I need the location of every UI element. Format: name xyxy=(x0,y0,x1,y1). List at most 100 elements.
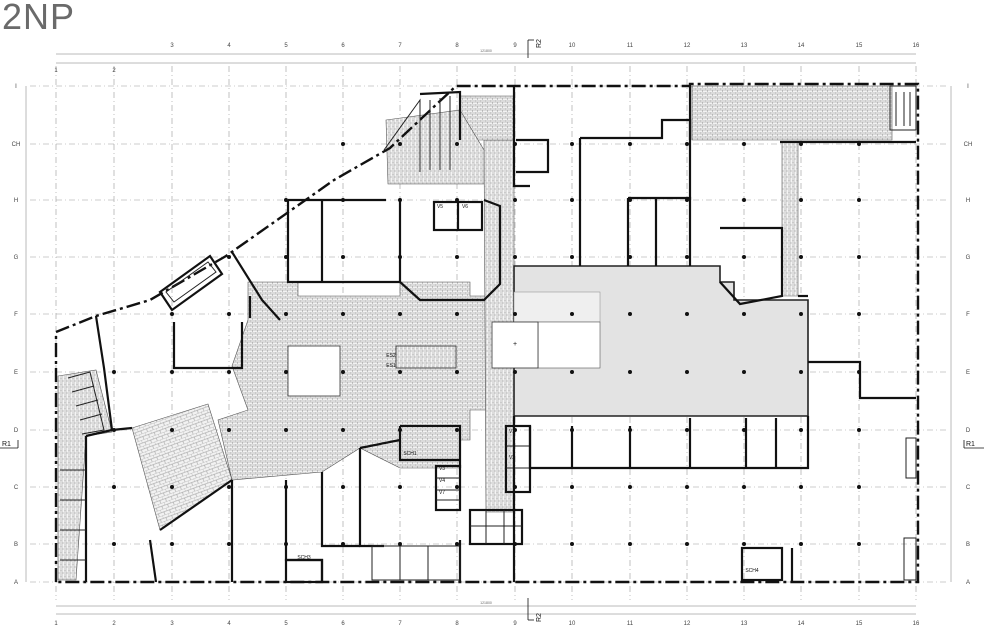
axis-label-right-H: H xyxy=(966,198,970,204)
column-dot xyxy=(570,428,574,432)
column-dot xyxy=(742,198,746,202)
column-dot xyxy=(570,255,574,259)
column-dot xyxy=(742,255,746,259)
central-hall-paving xyxy=(217,281,506,481)
column-dot xyxy=(628,142,632,146)
column-dot xyxy=(857,428,861,432)
column-dot xyxy=(513,142,517,146)
column-dot xyxy=(685,485,689,489)
column-dot xyxy=(284,312,288,316)
column-dot xyxy=(628,428,632,432)
section-r1-left: R1 xyxy=(2,441,11,448)
axis-label-bottom-4: 4 xyxy=(227,621,231,627)
column-dot xyxy=(685,142,689,146)
void-1 xyxy=(287,345,341,397)
axis-label-bottom-11: 11 xyxy=(627,621,634,627)
axis-label-left-F: F xyxy=(14,312,18,318)
axis-label-bottom-8: 8 xyxy=(455,621,459,627)
column-dot xyxy=(685,428,689,432)
axis-label-bottom-3: 3 xyxy=(170,621,174,627)
svg-text:+: + xyxy=(513,341,517,348)
column-dot xyxy=(170,370,174,374)
column-dot xyxy=(227,312,231,316)
column-dot xyxy=(799,428,803,432)
column-dot xyxy=(513,485,517,489)
axis-label-left-D: D xyxy=(14,428,19,434)
column-dot xyxy=(398,312,402,316)
column-dot xyxy=(799,312,803,316)
column-dot xyxy=(284,428,288,432)
column-dot xyxy=(455,142,459,146)
column-dot xyxy=(799,255,803,259)
axis-label-right-D: D xyxy=(966,428,971,434)
label-es2: ES2 xyxy=(386,353,396,359)
column-dot xyxy=(227,370,231,374)
column-dot xyxy=(455,198,459,202)
axis-label-top-13: 13 xyxy=(741,43,748,49)
column-dot xyxy=(341,255,345,259)
axis-label-right-F: F xyxy=(966,312,970,318)
dimension-lines: 121800 121800 xyxy=(25,49,952,615)
column-dot xyxy=(628,312,632,316)
axis-label-left-H: H xyxy=(14,198,18,204)
axis-label-left-A: A xyxy=(14,580,18,586)
svg-text:121800: 121800 xyxy=(480,601,492,605)
column-dot xyxy=(112,542,116,546)
axis-label-right-A: A xyxy=(966,580,970,586)
axis-label-left-E: E xyxy=(14,370,18,376)
column-dot xyxy=(570,142,574,146)
label-v2: V2 xyxy=(509,455,515,461)
column-dot xyxy=(799,142,803,146)
column-dot xyxy=(628,198,632,202)
east-corridor-paving xyxy=(781,141,799,297)
axis-label-bottom-10: 10 xyxy=(569,621,576,627)
column-dot xyxy=(170,542,174,546)
column-dot xyxy=(799,485,803,489)
axis-label-top-1: 1 xyxy=(54,68,58,74)
axis-label-top-11: 11 xyxy=(627,43,634,49)
column-dot xyxy=(857,198,861,202)
axis-label-left-CH: CH xyxy=(12,142,21,148)
axis-label-right-G: G xyxy=(966,255,971,261)
column-dot xyxy=(341,312,345,316)
axis-label-bottom-9: 9 xyxy=(513,621,517,627)
column-dot xyxy=(284,485,288,489)
axis-label-top-5: 5 xyxy=(284,43,288,49)
structural-columns xyxy=(112,142,861,546)
axis-label-right-E: E xyxy=(966,370,970,376)
column-dot xyxy=(284,198,288,202)
axis-label-top-8: 8 xyxy=(455,43,459,49)
paved-areas xyxy=(57,85,893,581)
column-dot xyxy=(227,485,231,489)
axis-label-top-6: 6 xyxy=(341,43,345,49)
column-dot xyxy=(685,198,689,202)
column-dot xyxy=(455,428,459,432)
section-r2-bottom: R2 xyxy=(536,613,543,622)
axis-label-right-CH: CH xyxy=(964,142,973,148)
column-dot xyxy=(112,370,116,374)
axis-label-bottom-5: 5 xyxy=(284,621,288,627)
column-dot xyxy=(685,370,689,374)
axis-label-bottom-6: 6 xyxy=(341,621,345,627)
label-sch1: SCH1 xyxy=(403,451,417,457)
column-dot xyxy=(513,370,517,374)
column-dot xyxy=(227,542,231,546)
column-dot xyxy=(857,370,861,374)
axis-label-top-12: 12 xyxy=(684,43,691,49)
column-dot xyxy=(742,485,746,489)
column-dot xyxy=(570,312,574,316)
label-v4: V4 xyxy=(439,478,445,484)
label-v7: V7 xyxy=(439,490,445,496)
axis-label-bottom-14: 14 xyxy=(798,621,805,627)
axis-label-top-4: 4 xyxy=(227,43,231,49)
axis-label-bottom-1: 1 xyxy=(54,621,58,627)
column-dot xyxy=(857,142,861,146)
column-dot xyxy=(799,370,803,374)
axis-label-right-C: C xyxy=(966,485,971,491)
column-dot xyxy=(398,198,402,202)
label-sch3: SCH3 xyxy=(297,555,311,561)
axis-label-left-G: G xyxy=(14,255,19,261)
column-dot xyxy=(341,198,345,202)
